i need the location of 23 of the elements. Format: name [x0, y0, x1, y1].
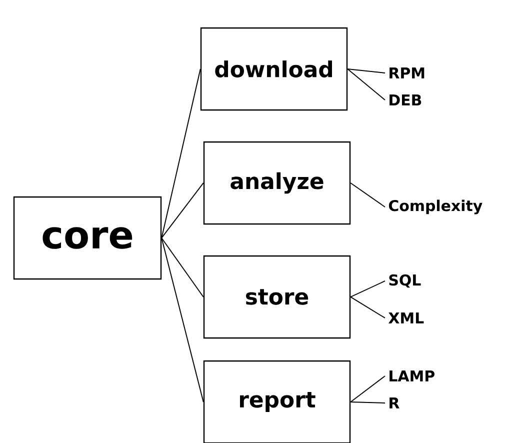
module-box: download — [200, 27, 348, 111]
module-box: analyze — [203, 141, 351, 225]
module-box: store — [203, 255, 351, 339]
connector-line — [161, 182, 204, 238]
tool-label: DEB — [390, 94, 422, 106]
tool-label: R — [390, 398, 400, 408]
connector-line — [350, 401, 386, 404]
connector-line — [347, 68, 386, 74]
connector-line — [347, 68, 386, 100]
connector-line — [161, 68, 201, 238]
tool-label: LAMP — [390, 370, 434, 382]
tool-label: SQL — [389, 274, 421, 288]
core-box: core — [13, 196, 162, 280]
tool-label: RPM — [390, 68, 424, 78]
tool-label: XML — [388, 312, 424, 324]
connector-line — [350, 182, 386, 208]
connector-line — [350, 296, 386, 318]
connector-line — [350, 280, 386, 298]
tool-label: Complexity — [388, 200, 482, 214]
connector-line — [350, 375, 386, 402]
module-box: report — [203, 360, 351, 443]
connector-line — [161, 237, 204, 298]
connector-line — [161, 237, 204, 402]
